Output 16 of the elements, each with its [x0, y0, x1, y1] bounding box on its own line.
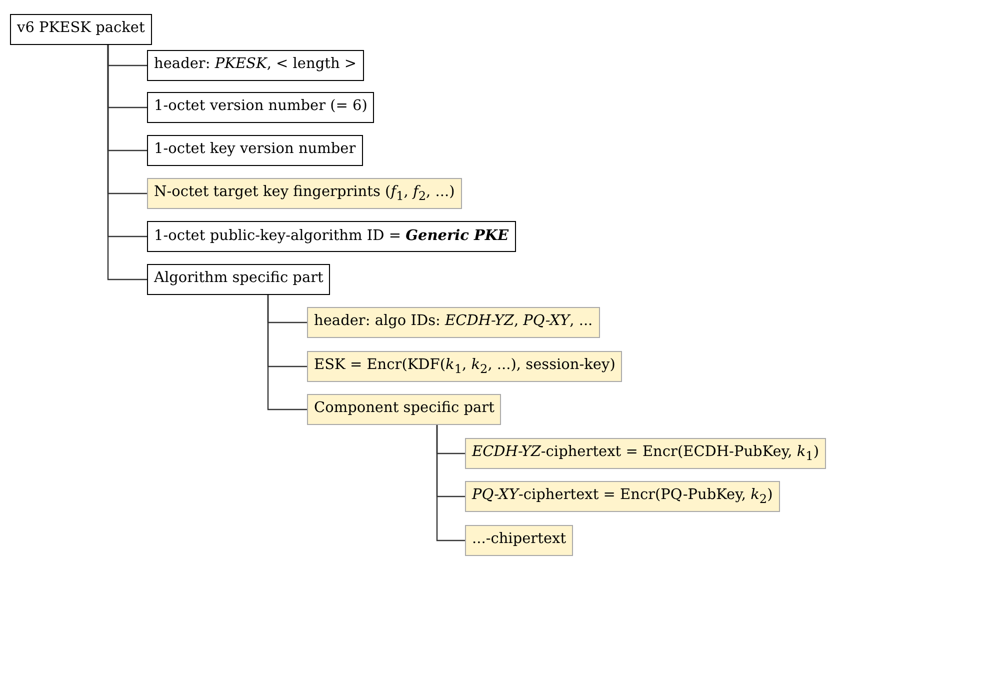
field-box: Component specific part	[307, 394, 502, 425]
connector-line	[267, 295, 307, 410]
field-box: header: PKESK, < length >	[147, 50, 364, 81]
field-box: 1-octet public-key-algorithm ID = Generic PKE	[147, 221, 516, 252]
field-box: v6 PKESK packet	[10, 14, 152, 45]
connector-line	[436, 425, 465, 542]
field-box: 1-octet key version number	[147, 135, 363, 166]
field-box: PQ-XY-ciphertext = Encr(PQ-PubKey, k$_{2}$)	[465, 481, 780, 512]
field-box: ECDH-YZ-ciphertext = Encr(ECDH-PubKey, k$_{1}$)	[465, 438, 826, 469]
connector-line	[107, 45, 147, 280]
field-box: N-octet target key fingerprints (f$_{1}$, f$_{2}$, ...)	[147, 178, 462, 209]
field-box: header: algo IDs: ECDH-YZ, PQ-XY, ...	[307, 307, 600, 338]
field-box: Algorithm specific part	[147, 264, 330, 295]
field-box: ...-chipertext	[465, 525, 574, 556]
field-box: 1-octet version number (= 6)	[147, 92, 374, 123]
field-box: ESK = Encr(KDF(k$_{1}$, k$_{2}$, ...), session-key)	[307, 351, 622, 382]
